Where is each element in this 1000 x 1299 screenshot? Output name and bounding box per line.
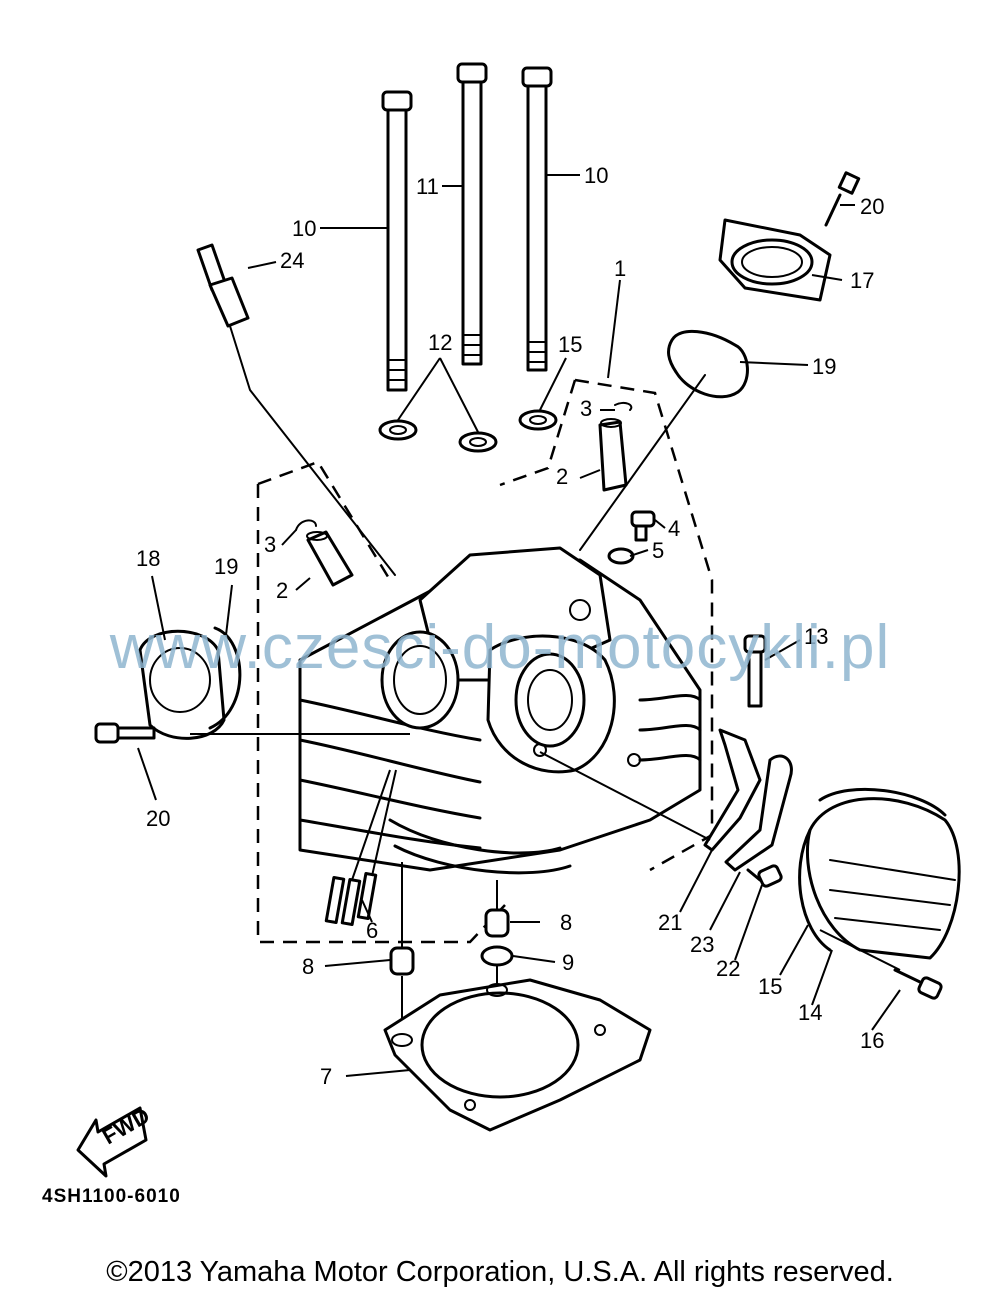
cam-cap-14[interactable] [805, 797, 961, 960]
callout-11: 11 [416, 174, 439, 199]
cylinder-head[interactable] [298, 546, 702, 875]
callout-3-right: 3 [580, 396, 592, 421]
callout-4: 4 [668, 516, 680, 541]
bolt-20-left[interactable] [94, 722, 156, 744]
callout-15-top: 15 [558, 332, 582, 357]
callout-19-right: 19 [812, 354, 836, 379]
callout-16: 16 [860, 1028, 884, 1053]
dowel-8-right[interactable] [484, 908, 510, 938]
copyright-notice: ©2013 Yamaha Motor Corporation, U.S.A. A… [106, 1256, 894, 1288]
watermark-text: www.czesci-do-motocykli.pl [109, 613, 891, 682]
side-cover-18[interactable] [138, 629, 226, 740]
fwd-arrow-icon: FWD [76, 1103, 154, 1178]
washer-12-center[interactable] [458, 431, 498, 453]
washer-12-left[interactable] [378, 419, 418, 441]
callout-10-left: 10 [292, 216, 316, 241]
callout-6: 6 [366, 918, 378, 943]
callout-9: 9 [562, 950, 574, 975]
diagram-code: 4SH1100-6010 [42, 1186, 181, 1207]
spark-plug[interactable] [196, 243, 396, 576]
dowel-8-left[interactable] [389, 946, 415, 976]
callout-13: 13 [804, 624, 828, 649]
bolt-22[interactable] [746, 864, 783, 888]
bolt-16[interactable] [893, 968, 943, 1000]
callout-17: 17 [850, 268, 874, 293]
callout-20-right: 20 [860, 194, 884, 219]
o-ring-15-cap[interactable] [798, 787, 947, 952]
head-bolt-left[interactable] [381, 90, 413, 392]
stud-bolts-6[interactable] [324, 871, 378, 927]
callout-22: 22 [716, 956, 740, 981]
callout-10-right: 10 [584, 163, 608, 188]
callout-8-left: 8 [302, 954, 314, 979]
valve-guide-left[interactable] [306, 530, 354, 587]
gasket-23[interactable] [724, 754, 793, 872]
o-ring-19-right[interactable] [667, 329, 749, 399]
manifold-bolt[interactable] [824, 171, 861, 227]
o-ring-19-left[interactable] [208, 626, 242, 730]
callout-18: 18 [136, 546, 160, 571]
head-bolt-center[interactable] [456, 62, 488, 366]
callout-5: 5 [652, 538, 664, 563]
clip-3-right[interactable] [614, 401, 633, 411]
washer-15-top[interactable] [518, 409, 558, 431]
callout-19-left: 19 [214, 554, 238, 579]
callout-12: 12 [428, 330, 452, 355]
callout-1: 1 [614, 256, 626, 281]
callout-3-left: 3 [264, 532, 276, 557]
bolt-4[interactable] [630, 510, 656, 542]
callout-15-cap: 15 [758, 974, 782, 999]
intake-manifold[interactable] [718, 218, 832, 302]
callout-8-right: 8 [560, 910, 572, 935]
assembly-outline-right [499, 378, 714, 872]
callout-2-right: 2 [556, 464, 568, 489]
head-bolt-right[interactable] [521, 66, 553, 372]
bolt-13[interactable] [743, 634, 767, 708]
callout-21: 21 [658, 910, 682, 935]
valve-guide-right[interactable] [598, 418, 628, 492]
callout-7: 7 [320, 1064, 332, 1089]
washer-5[interactable] [607, 547, 635, 565]
head-gasket-7[interactable] [383, 978, 652, 1132]
callout-2-left: 2 [276, 578, 288, 603]
callout-20-left: 20 [146, 806, 170, 831]
callout-23: 23 [690, 932, 714, 957]
o-ring-9[interactable] [480, 945, 514, 967]
clip-3-left[interactable] [295, 519, 317, 531]
callout-14: 14 [798, 1000, 822, 1025]
callout-24: 24 [280, 248, 304, 273]
